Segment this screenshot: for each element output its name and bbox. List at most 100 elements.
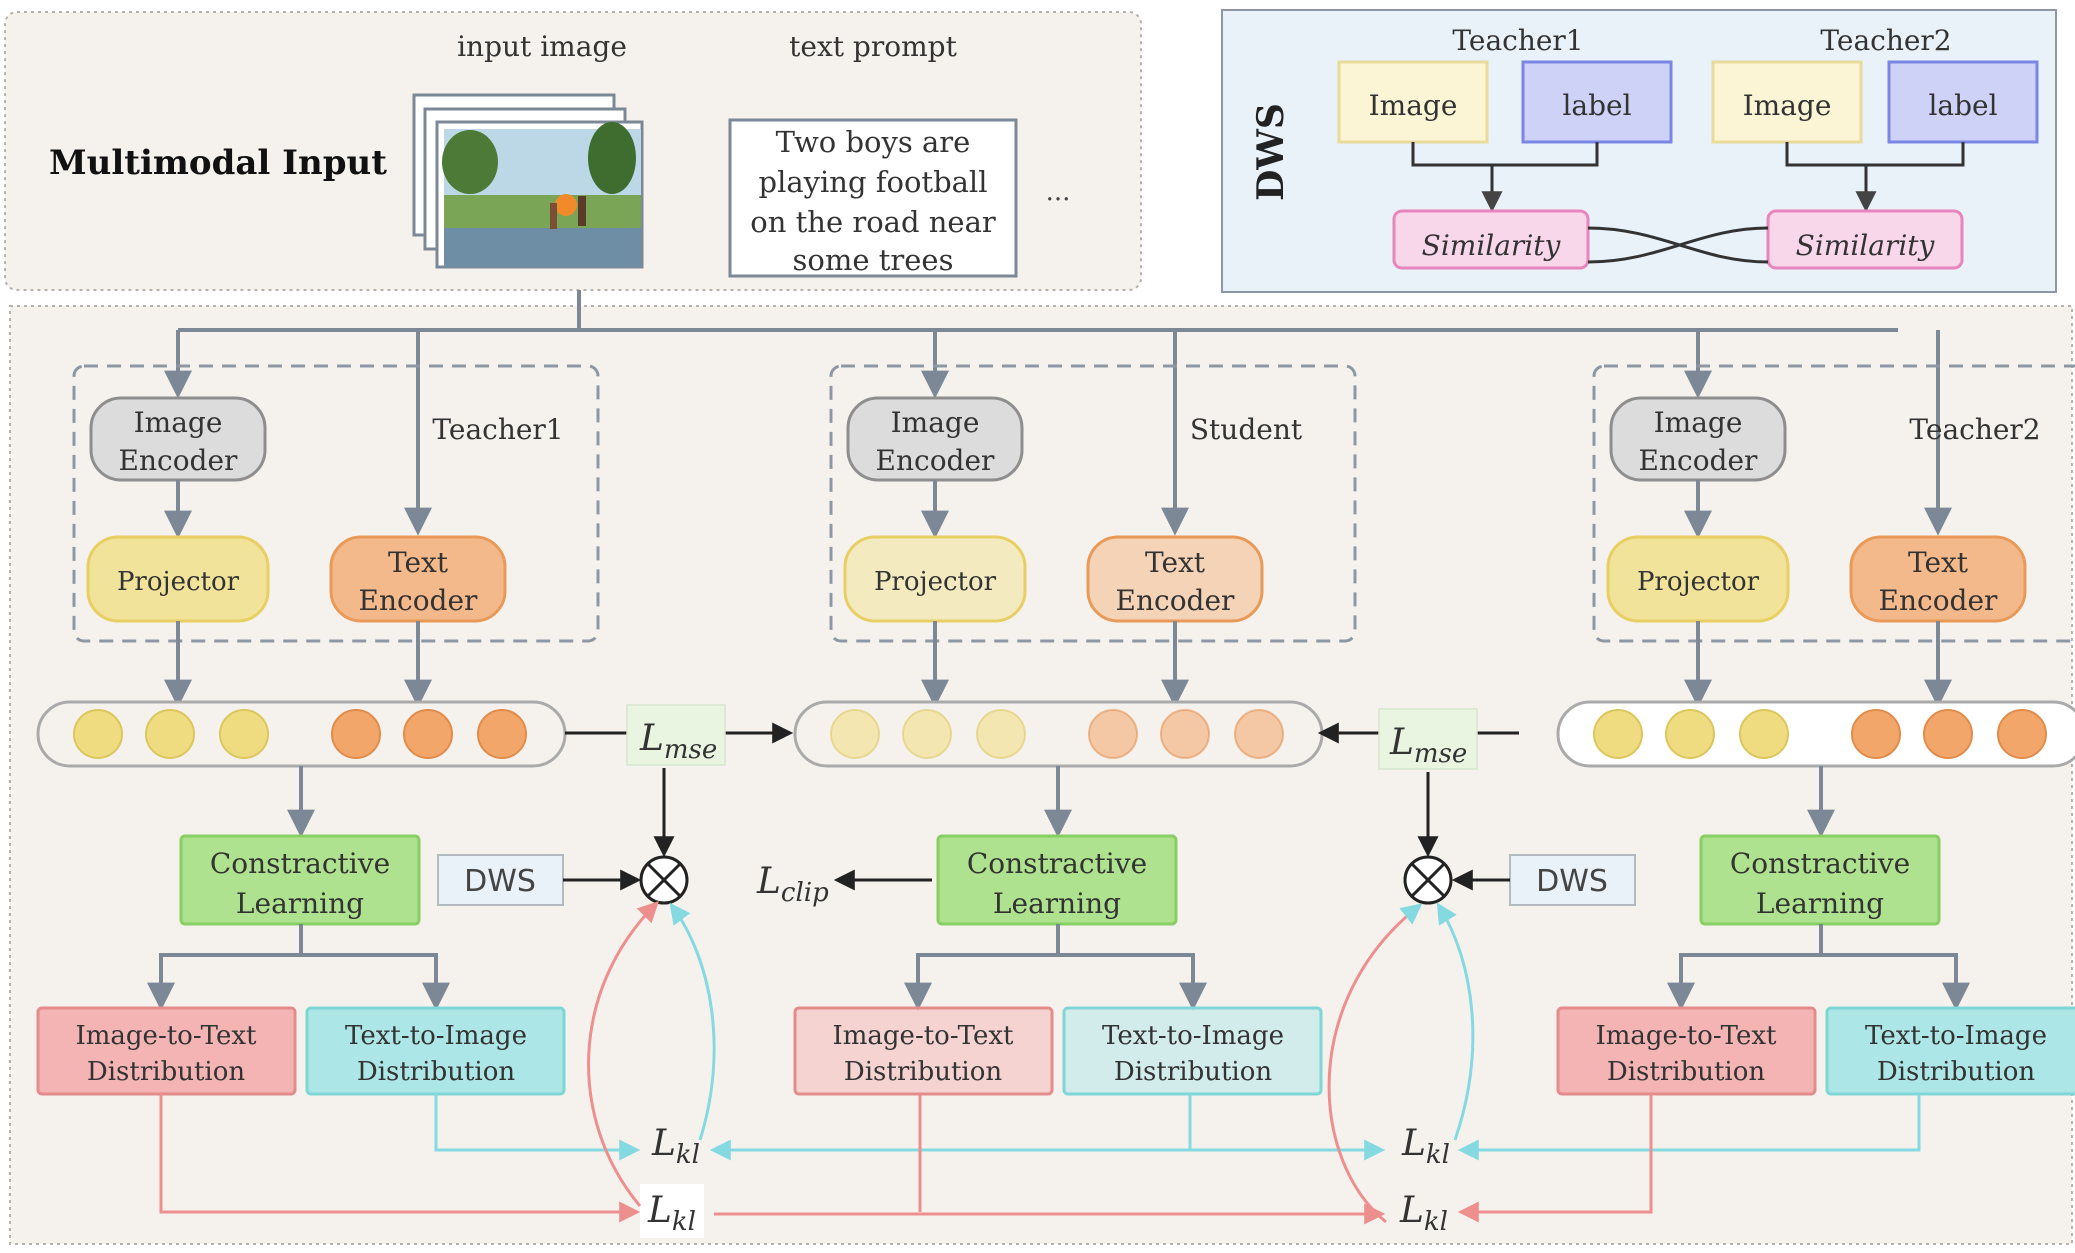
image-encoder-label-1-student: Image [891,406,980,439]
dws-panel: DWS Teacher1 Image label Teacher2 Image … [1221,9,2057,293]
i2t-label-2-teacher2: Distribution [1607,1057,1766,1087]
mse-loss-box-right [1378,708,1478,770]
dws-teacher2-image-box [1711,60,1863,144]
image-token-teacher2-1 [1593,709,1643,759]
image-token-student-3 [976,709,1026,759]
t2i-label-1-teacher1: Text-to-Image [345,1021,527,1051]
image-encoder-label-2-student: Encoder [876,444,996,477]
dws-teacher2-image-label: Image [1743,89,1832,122]
dws-teacher2-label-box [1887,60,2039,144]
i2t-label-2-teacher1: Distribution [87,1057,246,1087]
image-encoder-label-1-teacher2: Image [1654,406,1743,439]
mse-loss-box-left [626,704,726,766]
dws-teacher1-label-box [1521,60,1673,144]
dws-similarity-label-1: Similarity [1422,229,1562,262]
input-photo [442,122,641,267]
projector-label-student: Projector [874,567,997,597]
model-column-student: StudentImageEncoderProjectorTextEncoderC… [793,330,1357,1096]
text-token-student-3 [1234,709,1284,759]
image-encoder-label-2-teacher2: Encoder [1639,444,1759,477]
text-token-teacher2-1 [1851,709,1901,759]
dws-similarity-box-1 [1392,209,1590,270]
dws-similarity-box-2 [1766,209,1964,270]
model-box-teacher2 [1592,364,2075,643]
text-encoder-label-2-teacher1: Encoder [359,584,479,617]
image-to-text-distribution-student [793,1006,1054,1096]
i2t-label-1-teacher2: Image-to-Text [1595,1021,1777,1051]
dws-teacher2-label: Teacher2 [1820,24,1951,57]
kl-loss-cyan-left: Lkl [651,1123,700,1170]
loss-section: Lmse Lmse DWS DWS Lclip [159,704,1921,1238]
text-encoder-label-2-student: Encoder [1116,584,1236,617]
contrastive-label-2-teacher2: Learning [1756,887,1884,920]
t2i-label-2-teacher1: Distribution [357,1057,516,1087]
text-prompt-caption: text prompt [789,30,957,63]
multiply-node-right [1403,855,1453,905]
image-token-student-1 [830,709,880,759]
input-ellipsis: ... [1046,177,1071,207]
input-image-caption: input image [457,30,627,63]
dws-weight-label-left: DWS [464,864,536,899]
image-encoder-label-1-teacher1: Image [134,406,223,439]
model-name-student: Student [1190,413,1303,446]
i2t-label-1-student: Image-to-Text [832,1021,1014,1051]
i2t-label-2-student: Distribution [844,1057,1003,1087]
text-to-image-distribution-student [1062,1006,1323,1096]
dws-similarity-label-2: Similarity [1796,229,1936,262]
dws-teacher2-label-text: label [1928,89,1997,122]
dws-weight-box-right [1509,854,1636,906]
dws-cross-link [1587,226,1769,264]
text-token-student-1 [1088,709,1138,759]
clip-loss: Lclip [756,861,829,908]
input-distribution-lines [178,290,1898,332]
dws-weight-label-right: DWS [1536,864,1608,899]
kl-red-routes [159,901,1653,1225]
text-token-teacher1-1 [331,709,381,759]
contrastive-label-2-student: Learning [993,887,1121,920]
text-encoder-label-1-teacher1: Text [388,546,449,579]
model-name-teacher1: Teacher1 [432,413,563,446]
prompt-line-4: some trees [793,243,954,277]
projector-label-teacher2: Projector [1637,567,1760,597]
image-token-teacher1-1 [73,709,123,759]
input-image-stack [412,93,644,269]
image-token-teacher2-2 [1665,709,1715,759]
projector-label-teacher1: Projector [117,567,240,597]
text-token-teacher1-3 [477,709,527,759]
text-token-teacher1-2 [403,709,453,759]
prompt-line-1: Two boys are [776,125,971,159]
kl-cyan-routes [434,902,1921,1161]
model-box-student [829,364,1357,643]
text-encoder-label-1-student: Text [1145,546,1206,579]
model-column-teacher2: Teacher2ImageEncoderProjectorTextEncoder… [1556,330,2075,1096]
text-prompt-box [728,118,1018,278]
kl-loss-red-right: Lkl [1399,1190,1448,1237]
dws-panel-title: DWS [1250,103,1292,201]
t2i-label-1-student: Text-to-Image [1102,1021,1284,1051]
model-columns: Teacher1ImageEncoderProjectorTextEncoder… [36,330,2075,1096]
image-encoder-label-2-teacher1: Encoder [119,444,239,477]
text-encoder-label-2-teacher2: Encoder [1879,584,1999,617]
model-box-teacher1 [72,364,600,643]
kl-loss-cyan-right: Lkl [1401,1123,1450,1170]
dws-teacher1-label-text: label [1562,89,1631,122]
image-token-teacher1-2 [145,709,195,759]
image-to-text-distribution-teacher2 [1556,1006,1817,1096]
dws-teacher1-image-box [1337,60,1489,144]
image-token-student-2 [902,709,952,759]
text-token-teacher2-3 [1997,709,2047,759]
contrastive-label-1-teacher2: Constractive [1730,847,1910,880]
input-panel: Multimodal Input input image text prompt… [4,11,1142,291]
text-token-student-2 [1160,709,1210,759]
t2i-label-1-teacher2: Text-to-Image [1865,1021,2047,1051]
t2i-label-2-student: Distribution [1114,1057,1273,1087]
mse-loss-left: Lmse [639,718,717,765]
text-encoder-label-1-teacher2: Text [1908,546,1969,579]
text-token-teacher2-2 [1923,709,1973,759]
dws-teacher1-label: Teacher1 [1452,24,1583,57]
kl-loss-red-left: Lkl [647,1190,696,1237]
t2i-label-2-teacher2: Distribution [1877,1057,2036,1087]
image-token-teacher1-3 [219,709,269,759]
model-column-teacher1: Teacher1ImageEncoderProjectorTextEncoder… [36,330,600,1096]
